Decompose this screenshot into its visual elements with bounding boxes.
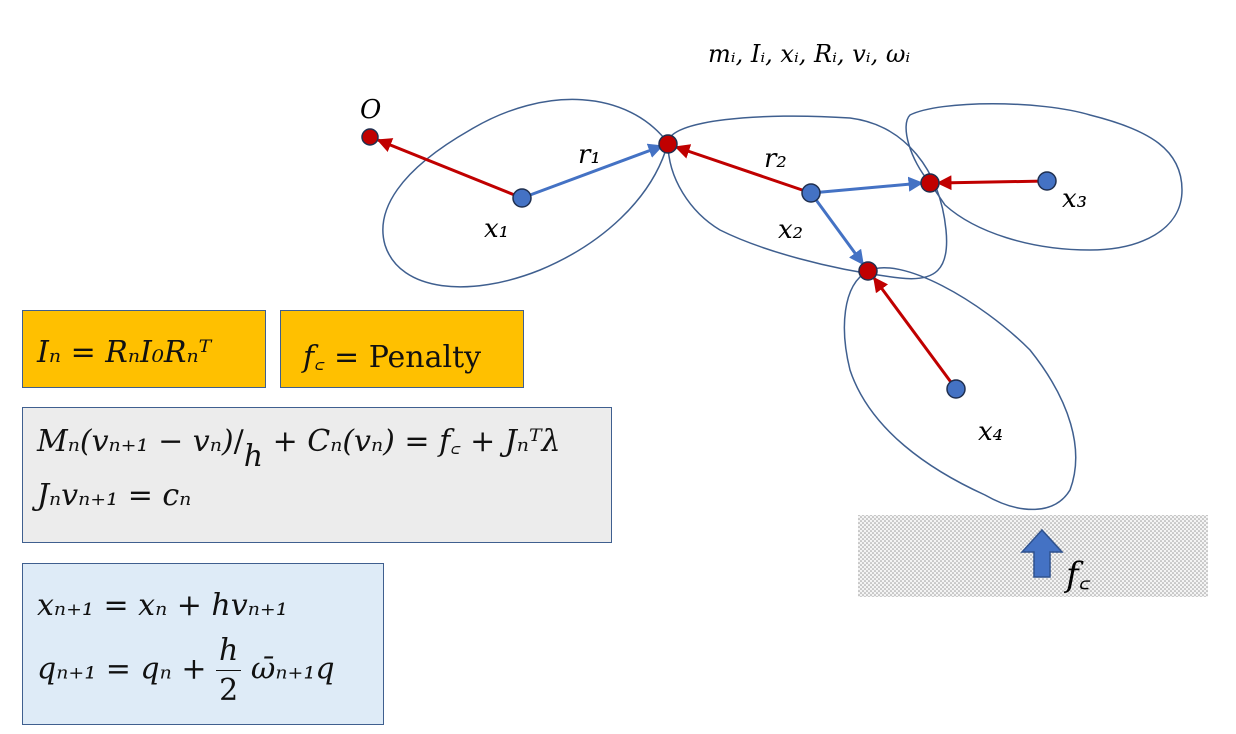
joint-3 bbox=[858, 261, 878, 281]
dynamics-divisor: h bbox=[243, 439, 264, 474]
integration-fraction: h 2 bbox=[216, 631, 242, 710]
penalty-lhs: f꜀ bbox=[303, 340, 325, 375]
dynamics-line-1: Mₙ(vₙ₊₁ − vₙ)/h + Cₙ(vₙ) = f꜀ + Jₙᵀλ bbox=[37, 424, 561, 474]
penalty-rhs: Penalty bbox=[368, 340, 482, 375]
x4-label: x₄ bbox=[978, 417, 1003, 447]
x1-label: x₁ bbox=[484, 214, 509, 244]
integration-line-2: qₙ₊₁ = qₙ + h 2 ω̄ₙ₊₁q bbox=[37, 631, 383, 710]
body-parameters-label: mᵢ, Iᵢ, xᵢ, Rᵢ, vᵢ, ωᵢ bbox=[708, 40, 910, 68]
x3-arrow bbox=[936, 175, 1048, 191]
inertia-rhs: RₙI₀Rₙᵀ bbox=[105, 335, 212, 370]
x4-center bbox=[946, 379, 966, 399]
inertia-equation-box: Iₙ = RₙI₀Rₙᵀ bbox=[22, 310, 266, 388]
integration-lhs: qₙ₊₁ = qₙ + bbox=[37, 651, 207, 687]
x3-center bbox=[1037, 171, 1057, 191]
body-2-outline bbox=[667, 115, 948, 280]
integration-line-1: xₙ₊₁ = xₙ + hvₙ₊₁ bbox=[37, 588, 288, 623]
fraction-numerator: h bbox=[216, 631, 242, 671]
integration-equation-box: xₙ₊₁ = xₙ + hvₙ₊₁ qₙ₊₁ = qₙ + h 2 ω̄ₙ₊₁q bbox=[22, 563, 384, 725]
dynamics-line-2: Jₙvₙ₊₁ = cₙ bbox=[37, 478, 192, 513]
dynamics-lhs: Mₙ(vₙ₊₁ − vₙ) bbox=[37, 424, 234, 459]
origin-point bbox=[361, 128, 379, 146]
dynamics-equation-box: Mₙ(vₙ₊₁ − vₙ)/h + Cₙ(vₙ) = f꜀ + Jₙᵀλ Jₙv… bbox=[22, 407, 612, 543]
ground-surface bbox=[858, 515, 1208, 597]
contact-force-arrow bbox=[1020, 528, 1064, 578]
x4-arrow bbox=[872, 276, 958, 390]
joint-1 bbox=[658, 134, 678, 154]
body-4-outline bbox=[843, 266, 1077, 511]
r1-label: r₁ bbox=[578, 140, 601, 170]
origin-arrow bbox=[376, 138, 523, 200]
x1-center bbox=[512, 188, 532, 208]
r2-arrow bbox=[674, 144, 812, 195]
dynamics-rest: + Cₙ(vₙ) = f꜀ + Jₙᵀλ bbox=[272, 424, 561, 459]
joint-2 bbox=[920, 173, 940, 193]
inertia-lhs: Iₙ bbox=[37, 335, 62, 370]
contact-force-label: f꜀ bbox=[1063, 555, 1091, 595]
integration-rest: ω̄ₙ₊₁q bbox=[250, 651, 335, 687]
x2-to-joint3-arrow bbox=[810, 176, 924, 195]
x3-label: x₃ bbox=[1062, 184, 1087, 214]
body-1-outline bbox=[382, 98, 669, 288]
x2-label: x₂ bbox=[778, 215, 803, 245]
x2-center bbox=[801, 183, 821, 203]
x2-to-joint4-arrow bbox=[809, 192, 865, 266]
fraction-denominator: 2 bbox=[219, 673, 239, 708]
origin-label: O bbox=[360, 95, 381, 125]
r1-arrow bbox=[521, 143, 664, 200]
contact-force-equation-box: f꜀ = Penalty bbox=[280, 310, 524, 388]
body-3-outline bbox=[905, 103, 1183, 251]
r2-label: r₂ bbox=[764, 144, 787, 174]
